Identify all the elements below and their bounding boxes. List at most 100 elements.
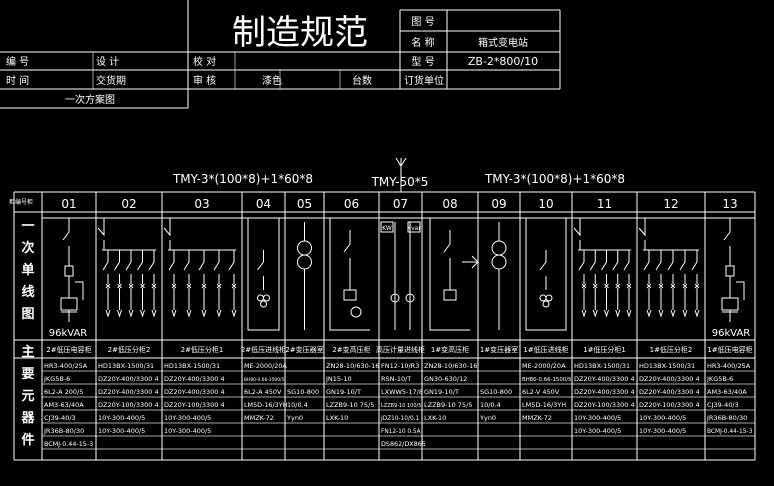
- incoming-feeder-symbol: [395, 157, 407, 192]
- component-spec: BH80-0.66-1500/5: [522, 377, 571, 383]
- function-label: 2#低压分柜1: [181, 345, 224, 354]
- branch-arrow: [646, 309, 652, 318]
- function-label: 1#变压器室: [480, 345, 518, 354]
- component-spec: JKG5B-6: [706, 375, 733, 383]
- branch-breaker: [667, 250, 676, 310]
- function-label: 2#低压分柜2: [108, 345, 151, 354]
- incomer-loop: [525, 218, 567, 331]
- branch-breaker: [198, 250, 207, 310]
- column-number: 04: [256, 197, 271, 211]
- hv-loop: [429, 218, 470, 331]
- table-header-cell: 柜编号柜: [9, 198, 33, 206]
- component-spec: 10Y-300-400/5: [164, 427, 211, 435]
- component-spec: DS862/DX865: [381, 440, 426, 448]
- component-spec: 10Y-300-400/5: [98, 427, 145, 435]
- component-spec: 6L2-A 450V: [244, 388, 282, 396]
- component-spec: HR3-400/25A: [707, 362, 751, 370]
- function-label: 1#变高压柜: [431, 345, 469, 354]
- component-spec: Yyn0: [479, 414, 496, 422]
- component-spec: LXWW5-17/8: [381, 388, 423, 396]
- kvar-meter-label: Kvar: [407, 225, 421, 232]
- ct-circle: [260, 300, 267, 308]
- component-spec: DZ20Y-100/3300 4: [164, 401, 225, 409]
- fuse-box: [64, 265, 74, 277]
- branch-arrow: [140, 309, 145, 318]
- component-spec: LZZB9-10 100/5: [381, 403, 421, 409]
- component-spec: 10/0.4: [287, 401, 308, 409]
- hv-ct: [443, 289, 457, 301]
- component-spec: HD13BX-1500/31: [98, 362, 154, 370]
- branch-arrow: [615, 309, 621, 318]
- side-label-char: 单: [21, 262, 34, 278]
- kvar-meter: [407, 221, 421, 233]
- branch-arrow: [186, 309, 192, 318]
- column-number: 05: [297, 197, 312, 211]
- branch-breaker: [102, 250, 111, 310]
- branch-breaker: [601, 250, 609, 310]
- function-label: 1#低压电容柜: [707, 345, 752, 354]
- component-spec: MMZK-72: [522, 414, 552, 422]
- side-label-char: 图: [21, 307, 34, 322]
- component-spec: DZ20Y-400/3300 4: [164, 388, 225, 396]
- branch-breaker: [148, 250, 157, 310]
- component-spec: SG10-800: [480, 388, 512, 396]
- component-spec: AM3-63/40A: [707, 388, 747, 396]
- hv-breaker: [443, 230, 451, 290]
- branch-arrow: [105, 309, 111, 318]
- branch-arrow: [117, 309, 122, 318]
- hv-ct: [343, 289, 357, 301]
- component-spec: DZ20Y-100/3300 4: [98, 401, 159, 409]
- component-spec: Yyn0: [286, 414, 303, 422]
- branch-breaker: [125, 250, 134, 310]
- function-label: 1#低压分柜2: [650, 345, 693, 354]
- transformer-winding: [491, 254, 507, 270]
- component-spec: RSN-10/T: [381, 375, 411, 383]
- component-spec: 6L2-A 200/5: [44, 388, 83, 396]
- branch-breaker: [679, 250, 688, 310]
- component-spec: ZN28-10/630-16: [424, 362, 477, 370]
- component-spec: MMZK-72: [244, 414, 274, 422]
- ct-circle: [263, 294, 270, 302]
- component-spec: CJ39-40/3: [44, 414, 76, 422]
- column-number: 10: [538, 197, 553, 211]
- side-label-char: 次: [21, 240, 34, 256]
- component-spec: BCMJ-0.44-15-3: [707, 429, 753, 435]
- capacitor-ground: [61, 310, 77, 322]
- model-label: 型 号: [411, 55, 434, 68]
- busbar-middle-label: TMY-50*5: [371, 175, 429, 189]
- branch-arrow: [604, 309, 609, 318]
- branch-breaker: [691, 250, 700, 310]
- function-label: 高压计量进线柜: [376, 345, 425, 354]
- component-spec: 10Y-300-400/5: [574, 427, 621, 435]
- component-spec: LM5D-16/3YH: [244, 401, 288, 409]
- kw-meter-label: KW: [382, 225, 392, 232]
- column-number: 07: [393, 197, 408, 211]
- branch-arrow: [670, 309, 676, 318]
- column-number: 08: [442, 197, 457, 211]
- branch-arrow: [626, 309, 632, 318]
- ct-circle: [545, 294, 553, 302]
- branch-arrow: [592, 309, 598, 318]
- title-block: 制造规范 图 号 名 称 箱式变电站 型 号 ZB-2*800/10 编 号 设…: [0, 0, 561, 109]
- incomer-loop: [247, 218, 280, 331]
- row2-cell-2: 审 核: [193, 74, 216, 87]
- transformer-winding: [297, 254, 312, 270]
- scheme-label: 一次方案图: [65, 93, 115, 106]
- component-spec: JKG5B-6: [43, 375, 70, 383]
- capacitor-box: [721, 297, 739, 311]
- column-number: 03: [194, 197, 209, 211]
- component-spec: DZ20Y-400/3300 4: [639, 388, 700, 396]
- component-spec: DZ20Y-100/3300 4: [639, 401, 700, 409]
- branch-arrow: [694, 309, 700, 318]
- meter-lead: [75, 281, 84, 300]
- component-spec: JR36B-80/30: [706, 414, 747, 422]
- function-label: 2#变压器室: [285, 345, 323, 354]
- capacitor-box: [60, 297, 78, 311]
- function-label: 2#低压进线柜: [241, 345, 286, 354]
- component-spec: 6L2-V 450V: [522, 388, 560, 396]
- component-spec: LZZB9-10 75/5: [424, 401, 472, 409]
- branch-breaker: [643, 250, 652, 310]
- component-spec: GN19-10/T: [424, 388, 459, 396]
